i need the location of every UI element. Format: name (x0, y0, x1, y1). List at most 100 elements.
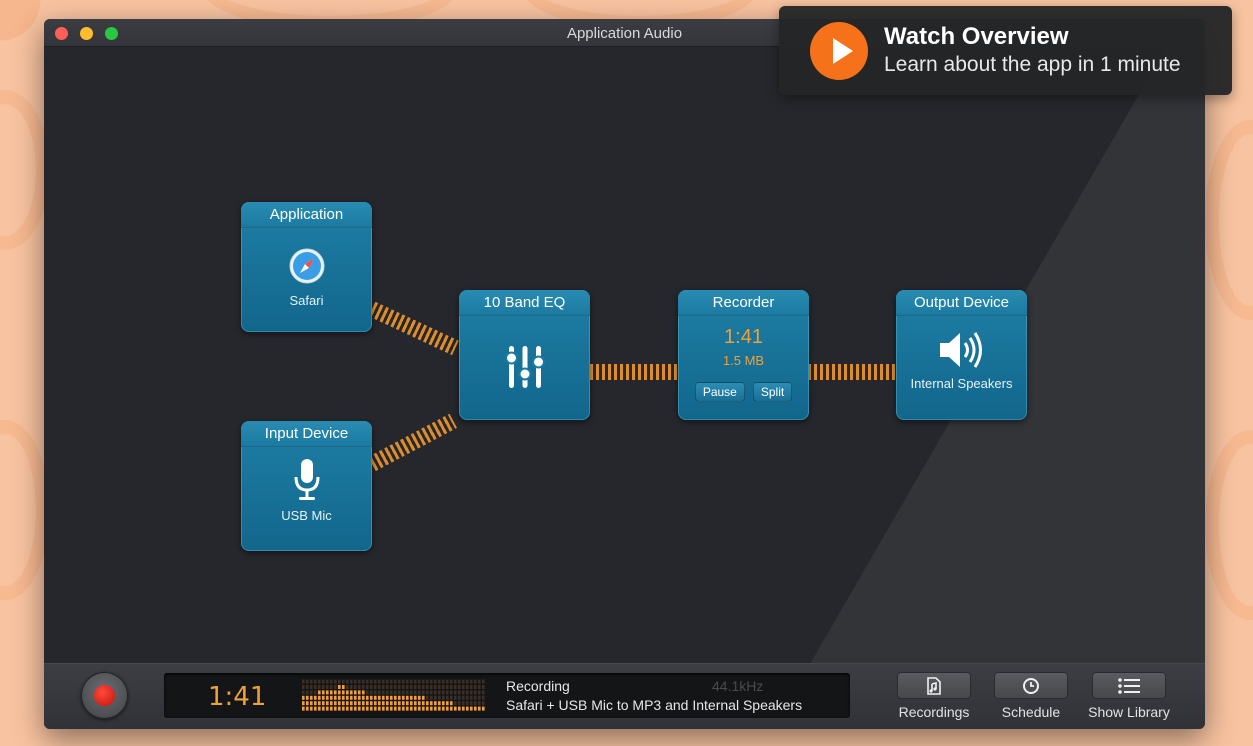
level-meter-cell (326, 706, 329, 711)
level-meter-cell (454, 701, 457, 706)
level-meter-cell (434, 685, 437, 689)
recordings-button[interactable] (897, 672, 971, 699)
level-meter-cell (338, 695, 341, 700)
recordings-tool[interactable]: Recordings (891, 672, 977, 720)
level-meter-cell (438, 706, 441, 711)
status-text: Recording (506, 678, 570, 694)
pause-button[interactable]: Pause (694, 382, 745, 402)
microphone-icon (294, 459, 319, 500)
level-meter-cell (366, 706, 369, 711)
level-meter-cell (422, 679, 425, 684)
level-meter-cell (390, 695, 393, 700)
safari-icon (289, 248, 324, 284)
level-meter-cell (386, 679, 389, 684)
level-meter-cell (402, 706, 405, 711)
level-meter-cell (406, 679, 409, 684)
equalizer-sliders-icon (504, 346, 545, 388)
sample-rate: 44.1kHz (712, 678, 764, 694)
application-node[interactable]: Application Safari (241, 202, 372, 332)
level-meter-cell (430, 701, 433, 706)
level-meter-cell (366, 679, 369, 684)
level-meter-cell (386, 701, 389, 706)
level-meter-cell (482, 685, 485, 689)
zoom-window-button[interactable] (105, 27, 118, 40)
status-elapsed-time: 1:41 (208, 682, 267, 712)
level-meter-cell (466, 701, 469, 706)
level-meter-cell (430, 695, 433, 700)
eq-node[interactable]: 10 Band EQ (459, 290, 590, 420)
play-icon[interactable] (810, 22, 868, 80)
level-meter-cell (350, 685, 353, 689)
split-button[interactable]: Split (752, 382, 793, 402)
level-meter-cell (354, 706, 357, 711)
level-meter-cell (438, 679, 441, 684)
level-meter-cell (374, 695, 377, 700)
level-meter-cell (458, 679, 461, 684)
show-library-tool[interactable]: Show Library (1086, 672, 1172, 720)
background-wave (1205, 430, 1253, 620)
level-meter-cell (426, 706, 429, 711)
level-meter-cell (410, 679, 413, 684)
level-meter-cell (470, 685, 473, 689)
level-meter-cell (378, 679, 381, 684)
level-meter-cell (306, 701, 309, 706)
level-meter-cell (450, 706, 453, 711)
application-node-header: Application (241, 202, 372, 228)
level-meter-cell (438, 685, 441, 689)
level-meter-cell (374, 706, 377, 711)
level-meter-cell (322, 685, 325, 689)
level-meter-cell (442, 695, 445, 700)
level-meter-cell (446, 695, 449, 700)
audio-routing-canvas[interactable]: Application Safari Input Device USB Mic … (44, 47, 1205, 663)
level-meter-cell (318, 690, 321, 695)
status-display: 1:41 Recording 44.1kHz Safari + USB Mic … (164, 673, 850, 718)
level-meter-cell (314, 695, 317, 700)
level-meter-cell (370, 679, 373, 684)
level-meter-cell (474, 701, 477, 706)
schedule-tool[interactable]: Schedule (988, 672, 1074, 720)
level-meter-cell (430, 706, 433, 711)
show-library-button[interactable] (1092, 672, 1166, 699)
input-device-node[interactable]: Input Device USB Mic (241, 421, 372, 551)
recorder-node[interactable]: Recorder 1:41 1.5 MB Pause Split (678, 290, 809, 420)
minimize-window-button[interactable] (80, 27, 93, 40)
level-meter-cell (354, 679, 357, 684)
level-meter-cell (466, 706, 469, 711)
level-meter-cell (474, 690, 477, 695)
level-meter-cell (326, 679, 329, 684)
level-meter-cell (418, 695, 421, 700)
level-meter-cell (446, 690, 449, 695)
level-meter-cell (354, 695, 357, 700)
level-meter-cell (410, 701, 413, 706)
level-meter-cell (390, 690, 393, 695)
level-meter-cell (466, 679, 469, 684)
level-meter-cell (350, 701, 353, 706)
level-meter-cell (406, 695, 409, 700)
level-meter-cell (318, 685, 321, 689)
level-meter-cell (466, 685, 469, 689)
level-meter-cell (350, 695, 353, 700)
level-meter-cell (398, 701, 401, 706)
level-meter-cell (374, 690, 377, 695)
level-meter-cell (358, 695, 361, 700)
level-meter-cells (302, 679, 485, 711)
level-meter-cell (458, 685, 461, 689)
record-button[interactable] (81, 672, 128, 719)
level-meter-cell (422, 701, 425, 706)
output-device-node[interactable]: Output Device Internal Speakers (896, 290, 1027, 420)
watch-overview-banner[interactable]: Watch Overview Learn about the app in 1 … (779, 6, 1232, 95)
level-meter-cell (398, 685, 401, 689)
level-meter-cell (346, 706, 349, 711)
level-meter-cell (450, 690, 453, 695)
level-meter-cell (474, 685, 477, 689)
schedule-button[interactable] (994, 672, 1068, 699)
level-meter-cell (358, 685, 361, 689)
level-meter-cell (382, 695, 385, 700)
level-meter-cell (446, 706, 449, 711)
level-meter-cell (430, 679, 433, 684)
level-meter-cell (422, 706, 425, 711)
level-meter-cell (450, 679, 453, 684)
level-meter-cell (402, 679, 405, 684)
close-window-button[interactable] (55, 27, 68, 40)
level-meter-cell (374, 701, 377, 706)
